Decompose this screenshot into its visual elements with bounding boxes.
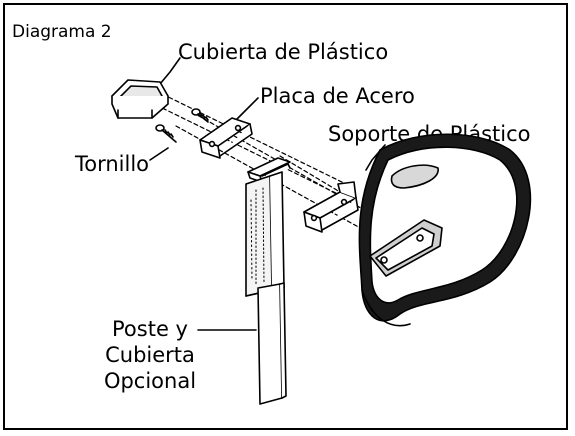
label-poste-line2: Cubierta [105, 343, 195, 367]
label-poste-cubierta: Poste y Cubierta Opcional [90, 316, 210, 394]
steel-plate-part [199, 117, 253, 159]
diagram-frame [3, 3, 568, 430]
headrest-part [358, 133, 532, 327]
label-placa-acero: Placa de Acero [260, 84, 415, 108]
label-poste-line1: Poste y [112, 317, 188, 341]
plastic-cover-part [111, 79, 169, 119]
post-assembly-part [245, 157, 291, 405]
diagram-title: Diagrama 2 [12, 22, 112, 42]
screw-upper [191, 108, 209, 123]
plastic-bracket-part [303, 181, 359, 233]
screw-lower [155, 124, 177, 143]
label-cubierta-plastico: Cubierta de Plástico [178, 40, 389, 64]
label-tornillo: Tornillo [75, 152, 150, 176]
label-poste-line3: Opcional [103, 369, 197, 393]
